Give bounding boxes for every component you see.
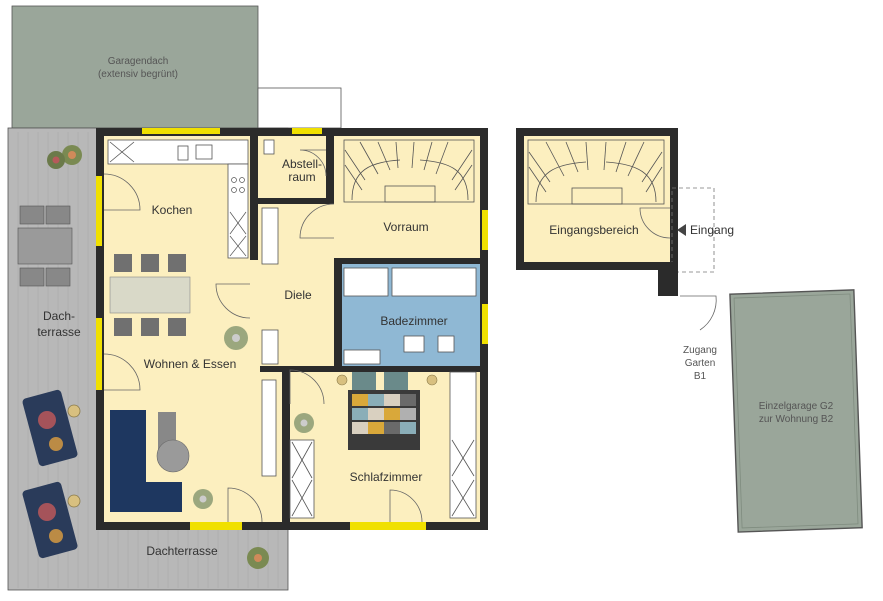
room-wohnen-ext (250, 260, 260, 522)
entrance-canopy (671, 187, 715, 273)
door-swing-icon (639, 207, 671, 239)
zugang-label-2: Garten (685, 358, 716, 369)
terrace-table-set (17, 205, 73, 287)
abstellraum-label-1: Abstell- (282, 157, 322, 171)
dachterrasse-bottom-label: Dachterrasse (146, 544, 218, 558)
diele-storage (261, 139, 279, 477)
kochen-label: Kochen (152, 203, 193, 217)
lounger-2 (22, 481, 81, 559)
plant-icon (47, 145, 82, 169)
lounger-1 (22, 389, 81, 467)
dining-table (109, 254, 191, 336)
kitchen-counter (107, 139, 249, 259)
zugang-label-3: B1 (694, 371, 707, 382)
zugang-label-1: Zugang (683, 345, 717, 356)
room-vorraum (334, 136, 480, 258)
dachterrasse-side-label-2: terrasse (37, 325, 81, 339)
garage-label-1: Einzelgarage G2 (759, 401, 834, 412)
room-eingangsbereich (524, 136, 670, 262)
vorraum-label: Vorraum (383, 220, 428, 234)
wohnen-essen-label: Wohnen & Essen (144, 357, 237, 371)
stair-icon (527, 139, 665, 205)
interior-walls (250, 136, 480, 522)
garagendach-area (11, 5, 259, 129)
entrance-arrow-icon (677, 224, 686, 236)
bed (336, 372, 438, 450)
abstellraum-label-2: raum (288, 170, 315, 184)
door-swing-icon (680, 295, 717, 331)
sofa (110, 410, 190, 512)
bath-fixtures (343, 267, 477, 365)
stair-icon (343, 139, 475, 203)
badezimmer-label: Badezimmer (380, 314, 447, 328)
garage-label-2: zur Wohnung B2 (759, 414, 834, 425)
einzelgarage (729, 289, 863, 533)
entrance-lower-wall (658, 262, 678, 296)
windows (96, 128, 488, 530)
garagendach-sublabel: (extensiv begrünt) (98, 69, 178, 80)
diele-label: Diele (284, 288, 312, 302)
plant-icon (193, 326, 314, 509)
dachterrasse-side-label-1: Dach- (43, 309, 75, 323)
schlafzimmer-label: Schlafzimmer (350, 470, 423, 484)
plant-icon (247, 547, 269, 569)
garagendach-label: Garagendach (108, 56, 169, 67)
wardrobe (289, 371, 477, 519)
chimney-box (257, 87, 342, 129)
door-swing-icon (103, 149, 423, 523)
eingang-label: Eingang (690, 223, 734, 237)
eingangsbereich-label: Eingangsbereich (549, 223, 638, 237)
